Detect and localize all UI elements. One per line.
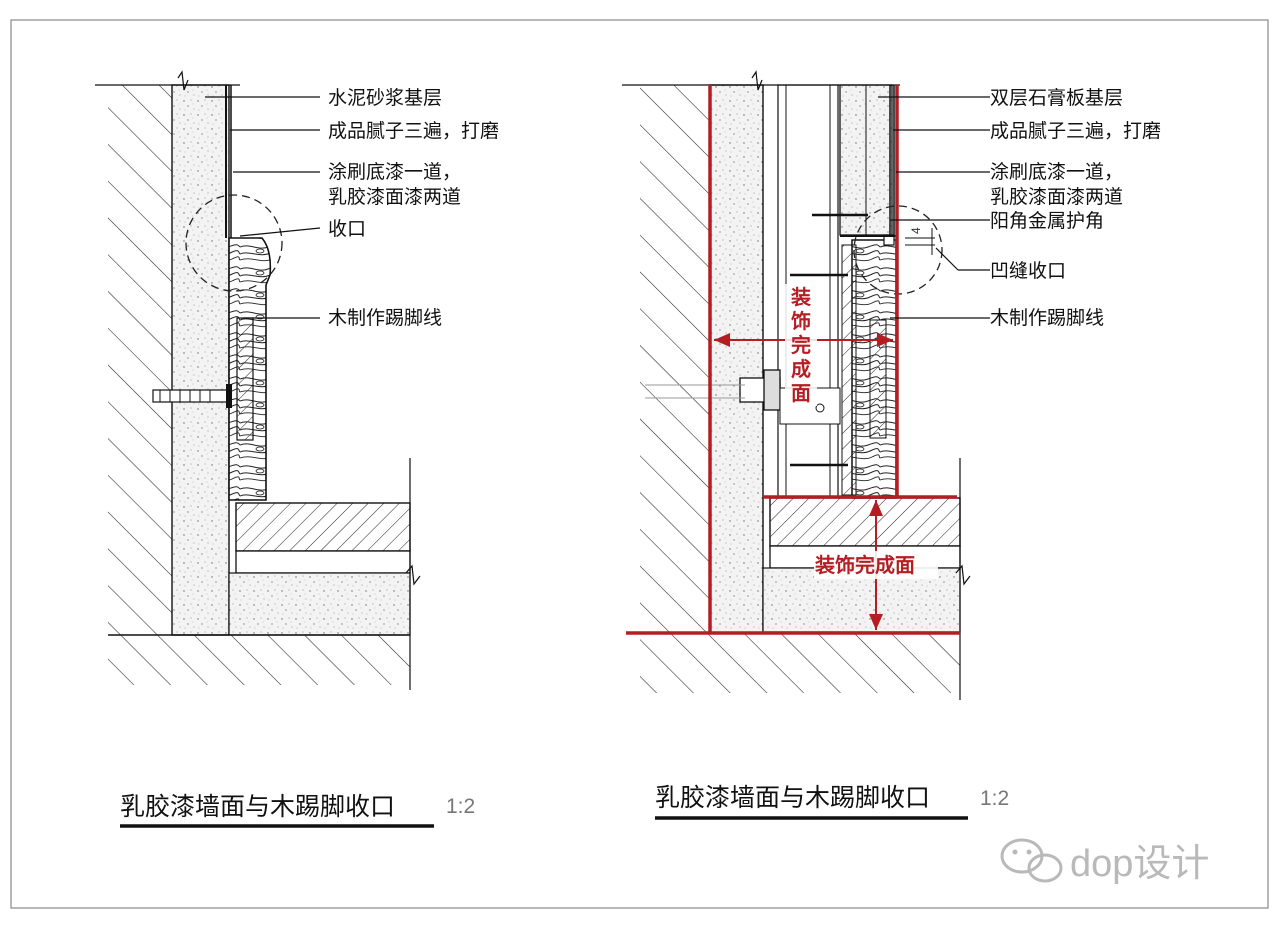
watermark-text: dop设计 — [1070, 843, 1209, 885]
right-floor-finish — [769, 497, 961, 547]
right-nailing-strip — [841, 244, 857, 496]
sheet-border — [10, 19, 1269, 909]
left-detail — [95, 70, 421, 690]
right-mortar-layer — [709, 84, 764, 634]
finish-label-horizontal: 装饰完成面 — [814, 553, 915, 577]
left-bolt — [152, 384, 232, 408]
left-label-primer: 涂刷底漆一道， — [328, 161, 461, 183]
right-label-base: 双层石膏板基层 — [990, 86, 1123, 109]
wechat-icon — [1000, 838, 1063, 883]
svg-text:面: 面 — [791, 381, 811, 405]
left-label-closure: 收口 — [328, 218, 366, 240]
right-label-primer: 涂刷底漆一道， — [990, 161, 1123, 183]
left-nailing-strip — [236, 317, 254, 441]
right-scale: 1:2 — [980, 787, 1009, 810]
svg-text:成: 成 — [791, 357, 811, 381]
left-closure-circle — [185, 194, 283, 292]
svg-text:饰: 饰 — [791, 309, 811, 333]
left-mortar-layer — [171, 84, 230, 636]
left-slab-hatch — [108, 635, 410, 685]
right-label-corner-guard: 阳角金属护角 — [990, 210, 1104, 232]
right-wall-hatch — [640, 85, 710, 633]
finish-label-vertical: 装 饰 完 成 面 — [785, 284, 817, 406]
left-wall-hatch — [108, 85, 172, 635]
svg-text:装: 装 — [790, 285, 811, 309]
right-slab-hatch — [640, 633, 960, 693]
svg-text:完: 完 — [791, 333, 811, 357]
right-dimension: 4 — [909, 227, 923, 234]
left-label-topcoat: 乳胶漆面漆两道 — [328, 186, 461, 208]
left-scale: 1:2 — [446, 795, 475, 818]
left-label-skirting: 木制作踢脚线 — [328, 307, 442, 329]
right-screws — [790, 213, 868, 467]
right-label-skirting: 木制作踢脚线 — [990, 307, 1104, 329]
right-label-topcoat: 乳胶漆面漆两道 — [990, 186, 1123, 208]
left-screed — [228, 572, 411, 636]
left-label-base: 水泥砂浆基层 — [328, 87, 442, 109]
right-title: 乳胶漆墙面与木踢脚收口 — [655, 783, 930, 812]
right-label-putty: 成品腻子三遍，打磨 — [990, 120, 1161, 142]
left-label-putty: 成品腻子三遍，打磨 — [328, 120, 499, 142]
left-title: 乳胶漆墙面与木踢脚收口 — [120, 792, 395, 821]
left-floor-finish — [235, 502, 411, 552]
right-label-groove: 凹缝收口 — [990, 260, 1066, 282]
